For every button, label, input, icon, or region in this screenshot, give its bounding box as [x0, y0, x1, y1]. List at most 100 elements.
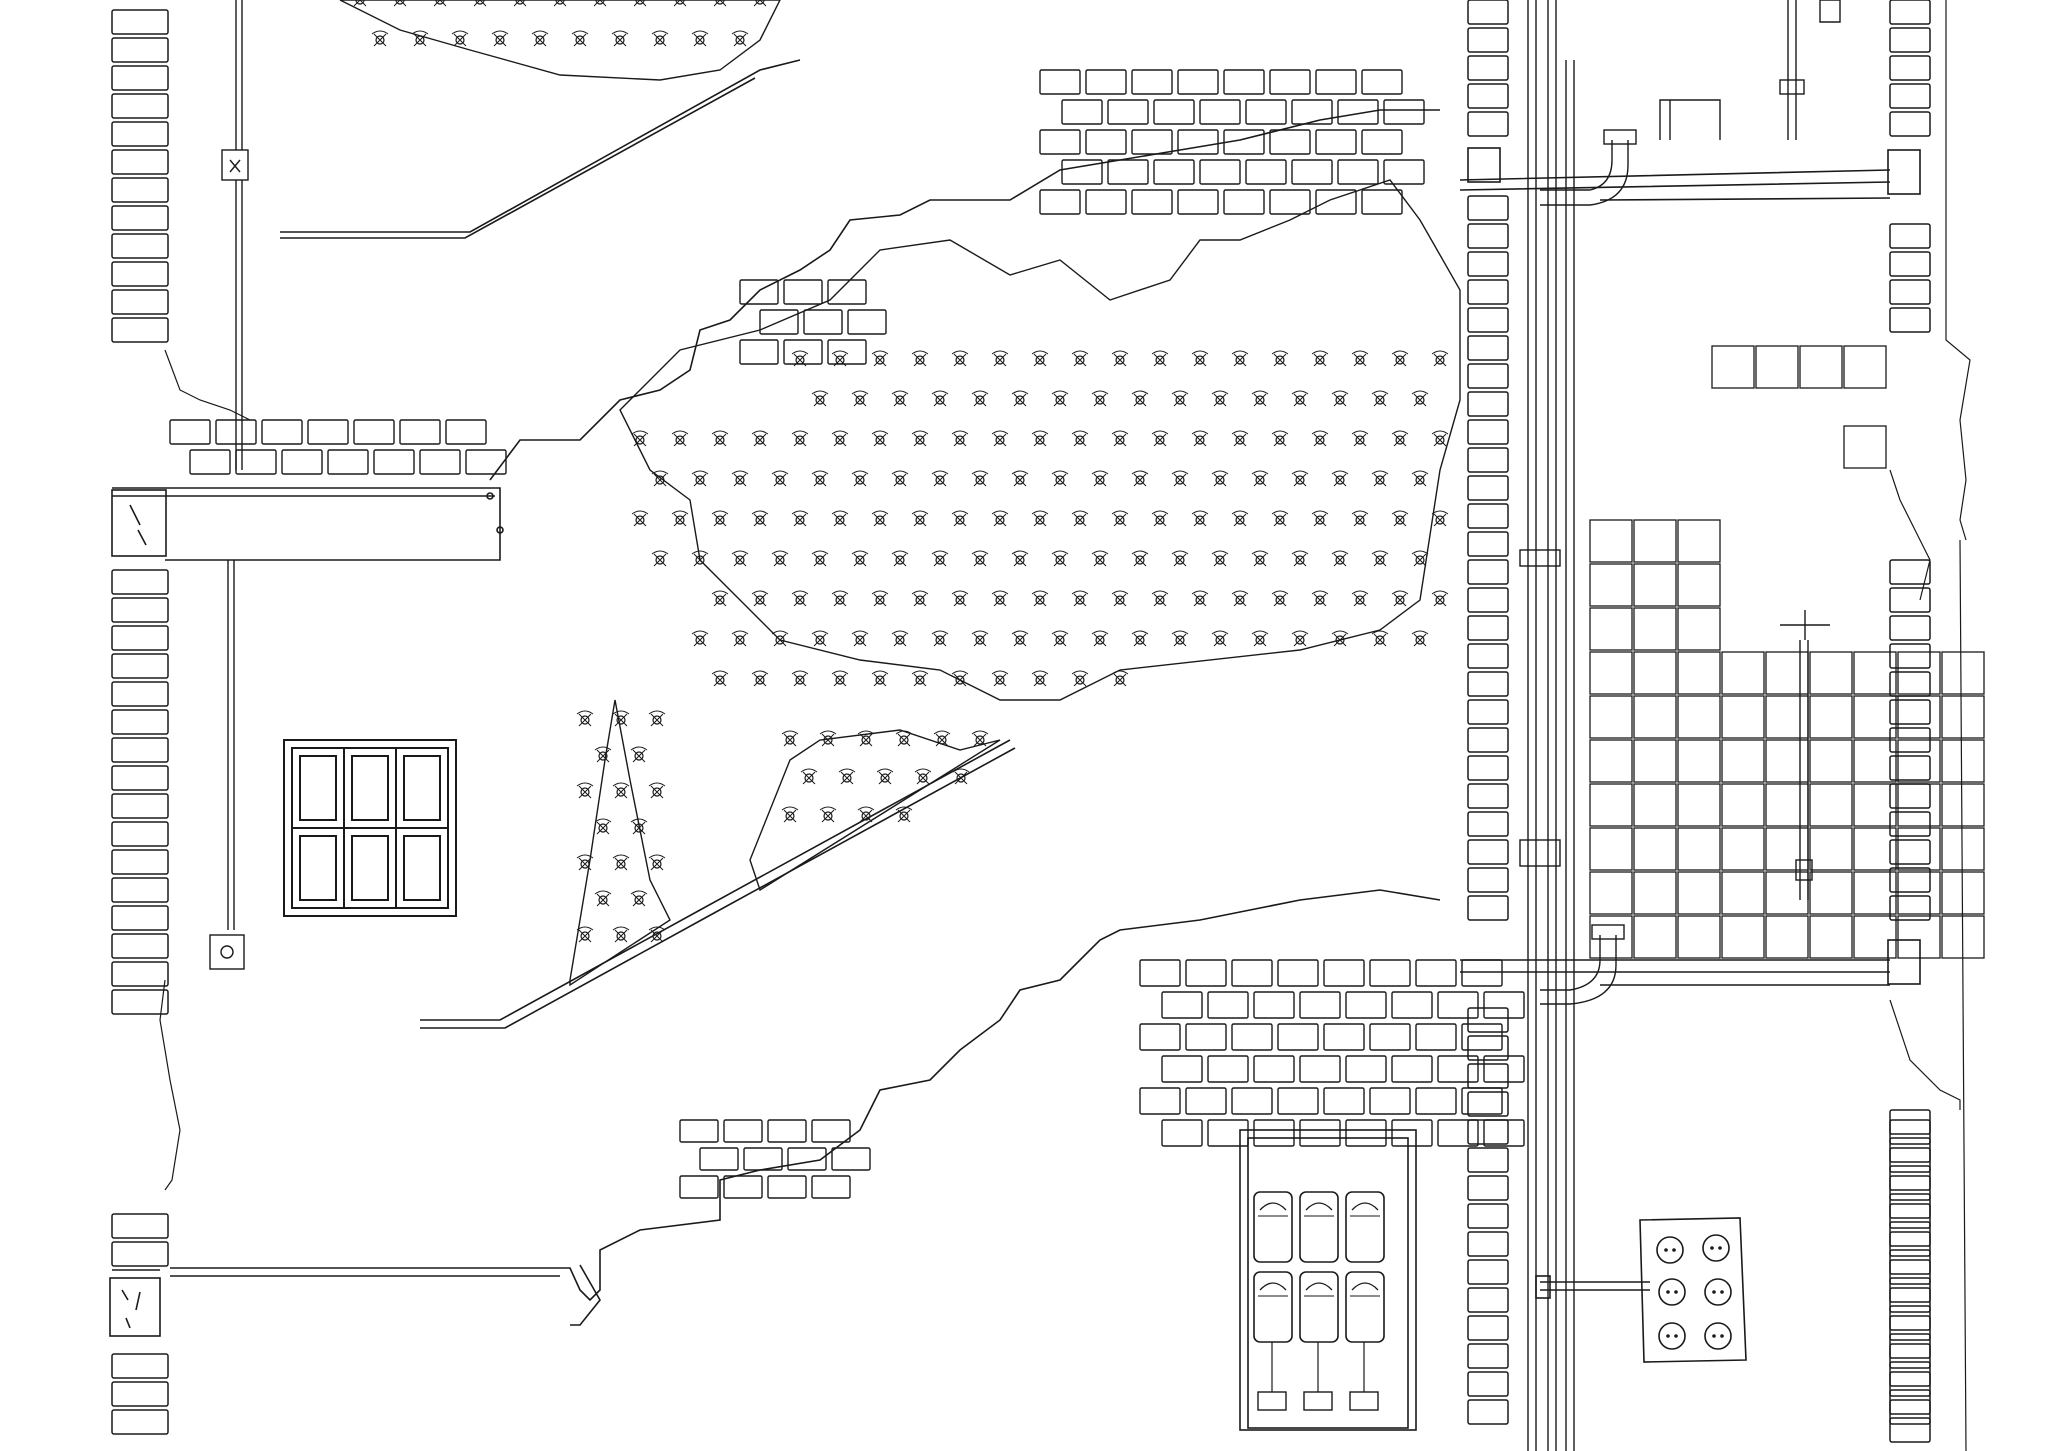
brick — [111, 65, 169, 91]
floral-motif — [576, 782, 594, 799]
brick — [1467, 587, 1509, 613]
floral-motif — [914, 768, 932, 785]
floral-motif — [691, 30, 709, 47]
brick — [827, 339, 867, 365]
wallpaper-main — [619, 179, 1461, 701]
tile — [1853, 651, 1897, 695]
brick — [1889, 1305, 1931, 1331]
tile — [1633, 739, 1677, 783]
floral-motif — [630, 746, 648, 763]
floral-motif — [831, 430, 849, 447]
floral-motif — [911, 590, 929, 607]
floral-motif — [791, 590, 809, 607]
brick — [1467, 503, 1509, 529]
floral-motif — [1411, 470, 1429, 487]
floral-motif — [371, 30, 389, 47]
brick — [1207, 991, 1249, 1019]
tile — [1809, 695, 1853, 739]
brick — [1185, 959, 1227, 987]
tile — [1941, 739, 1985, 783]
brick — [1889, 1333, 1931, 1359]
tile — [1721, 915, 1765, 959]
brick — [1889, 27, 1931, 53]
brick — [1269, 69, 1311, 95]
tile — [1897, 651, 1941, 695]
floral-motif — [1351, 590, 1369, 607]
brick — [1889, 615, 1931, 641]
tile — [1589, 827, 1633, 871]
brick — [353, 419, 395, 445]
brick — [111, 597, 169, 623]
brick — [1467, 279, 1509, 305]
floral-motif — [895, 806, 913, 823]
brick — [1467, 195, 1509, 221]
brick — [1889, 1221, 1931, 1247]
brick — [679, 1175, 719, 1199]
tile — [1809, 915, 1853, 959]
brick — [111, 149, 169, 175]
brick — [1253, 991, 1295, 1019]
brick — [1467, 1175, 1509, 1201]
brick — [111, 1213, 169, 1239]
floral-motif — [711, 510, 729, 527]
brick — [1131, 189, 1173, 215]
tile — [1853, 827, 1897, 871]
brick — [1277, 959, 1319, 987]
brick — [111, 905, 169, 931]
floral-motif — [651, 30, 669, 47]
floral-motif — [951, 510, 969, 527]
tile — [1633, 519, 1677, 563]
floral-motif — [1211, 630, 1229, 647]
tile — [1941, 783, 1985, 827]
floral-motif — [871, 350, 889, 367]
floral-motif — [473, 0, 487, 7]
exposed-brick-bottom — [1139, 959, 1525, 1147]
floor-slab-lower — [112, 1264, 601, 1326]
power-sockets — [1656, 1234, 1732, 1350]
brick — [1889, 811, 1931, 837]
brick — [111, 961, 169, 987]
floral-motif — [1271, 350, 1289, 367]
brick — [1467, 1203, 1509, 1229]
brick — [1467, 111, 1509, 137]
brick — [783, 279, 823, 305]
brick — [1889, 1389, 1931, 1415]
floral-motif — [931, 390, 949, 407]
brick — [1889, 1249, 1931, 1275]
plaster-edges — [159, 0, 1971, 1451]
floral-motif — [791, 430, 809, 447]
floral-motif — [751, 670, 769, 687]
electricity-meters — [1253, 1191, 1385, 1411]
floral-motif — [1431, 350, 1449, 367]
brick — [1039, 189, 1081, 215]
brick — [1199, 99, 1241, 125]
floral-motif — [1431, 430, 1449, 447]
brick — [1253, 1055, 1295, 1083]
brick — [1467, 699, 1509, 725]
floral-motif — [933, 730, 951, 747]
brick — [1889, 559, 1931, 585]
brick — [1085, 189, 1127, 215]
brick — [1085, 129, 1127, 155]
floral-motif — [612, 926, 630, 943]
floral-motif — [851, 550, 869, 567]
floral-motif — [1431, 510, 1449, 527]
floral-motif — [1431, 590, 1449, 607]
floral-motif — [1251, 630, 1269, 647]
floral-motif — [931, 550, 949, 567]
brick — [1207, 1119, 1249, 1147]
floral-motif — [891, 630, 909, 647]
brick — [1889, 1277, 1931, 1303]
brick — [1889, 755, 1931, 781]
brick — [1337, 159, 1379, 185]
floral-motif — [1131, 390, 1149, 407]
brick — [1315, 69, 1357, 95]
tile — [1677, 695, 1721, 739]
floral-motif — [971, 390, 989, 407]
electricity-meter — [1345, 1271, 1385, 1343]
tile — [1677, 563, 1721, 607]
tile — [1765, 915, 1809, 959]
brick — [723, 1175, 763, 1199]
brick — [1467, 895, 1509, 921]
floral-motif — [633, 0, 647, 7]
